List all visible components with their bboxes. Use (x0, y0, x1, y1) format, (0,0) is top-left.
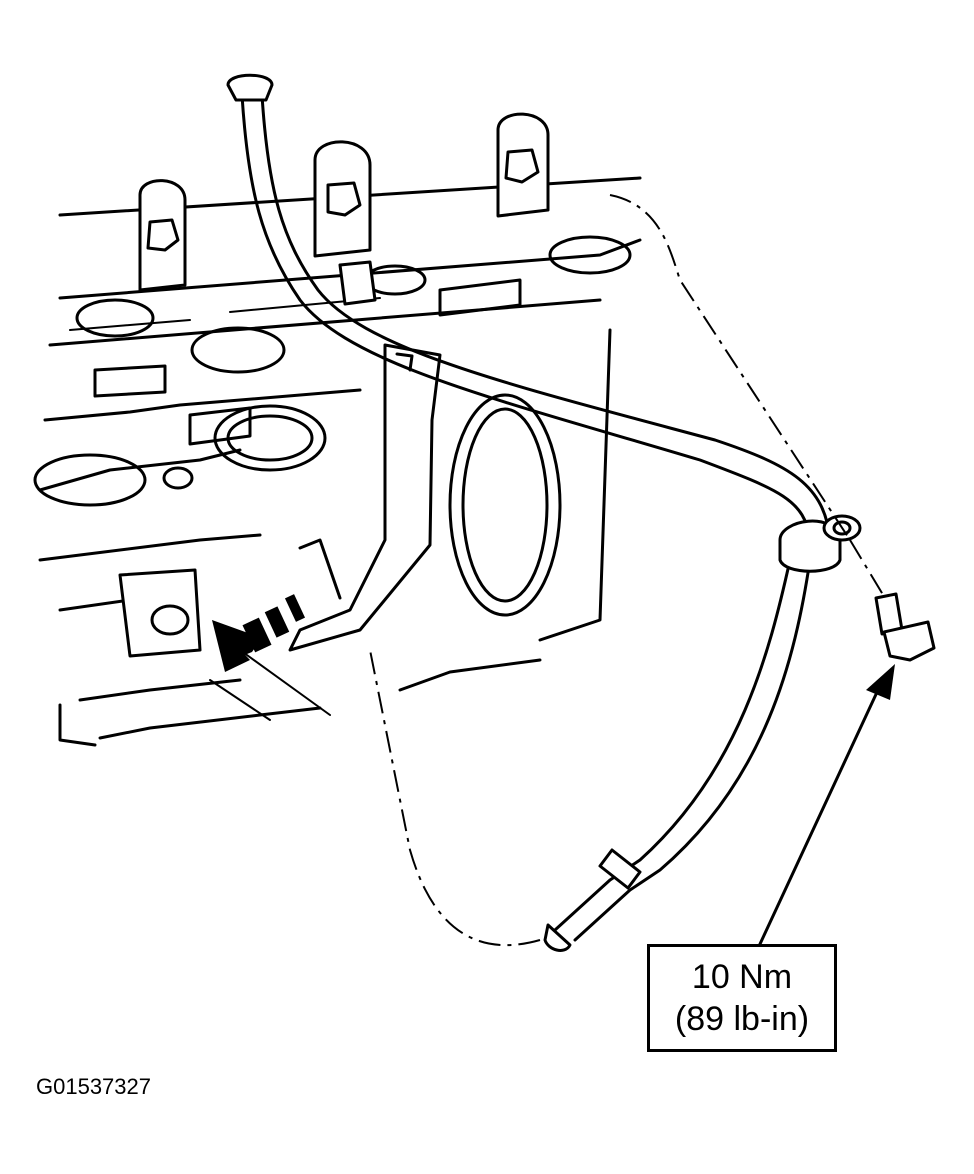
dipstick-bracket (288, 343, 442, 652)
dipstick-tube (226, 73, 862, 952)
torque-lbin: (89 lb-in) (674, 1000, 810, 1038)
mounting-boss (118, 568, 202, 658)
routing-lines (369, 194, 886, 947)
bolt-towers (138, 112, 550, 306)
torque-nm: 10 Nm (691, 958, 793, 996)
bolt-icon (874, 592, 936, 662)
direction-arrow-icon (212, 594, 306, 672)
torque-callout: 10 Nm (89 lb-in) (647, 944, 837, 1052)
figure-id: G01537327 (36, 1074, 151, 1099)
leader-arrow (758, 664, 895, 946)
cylinder-head (38, 176, 642, 747)
